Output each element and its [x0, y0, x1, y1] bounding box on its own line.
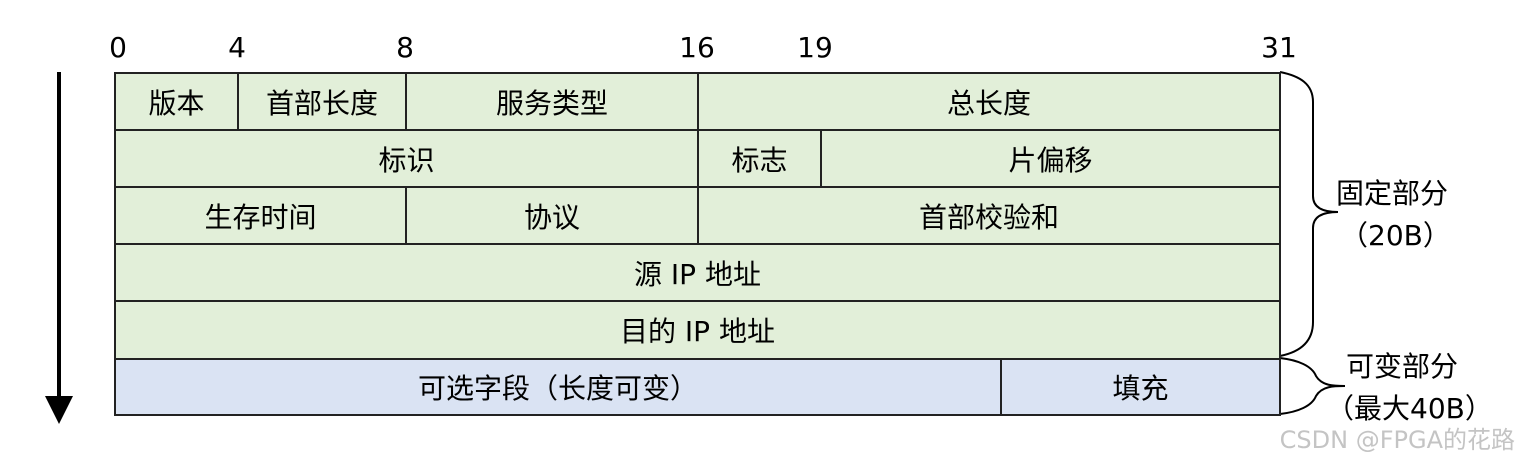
- fixed-part-label: 固定部分: [1336, 177, 1449, 210]
- field-padding: 填充: [1000, 358, 1281, 416]
- bit-label-4: 4: [228, 31, 246, 64]
- variable-part-label: 可变部分: [1346, 350, 1459, 383]
- field-service-type: 服务类型: [405, 72, 699, 131]
- field-header-length: 首部长度: [237, 72, 407, 131]
- bit-label-0: 0: [109, 31, 127, 64]
- bit-label-19: 19: [797, 31, 833, 64]
- bit-label-16: 16: [679, 31, 715, 64]
- field-header-checksum: 首部校验和: [697, 186, 1281, 245]
- field-ttl: 生存时间: [114, 186, 407, 245]
- fixed-part-brace: [1279, 71, 1339, 357]
- field-dest-ip: 目的 IP 地址: [114, 300, 1281, 360]
- field-options: 可选字段（长度可变）: [114, 358, 1002, 416]
- bit-label-8: 8: [396, 31, 414, 64]
- field-flags: 标志: [697, 129, 822, 188]
- field-identification: 标识: [114, 129, 699, 188]
- field-protocol: 协议: [405, 186, 699, 245]
- bit-label-31: 31: [1261, 31, 1297, 64]
- variable-part-size: （最大40B）: [1326, 392, 1493, 425]
- watermark: CSDN @FPGA的花路: [1279, 426, 1515, 454]
- fixed-part-size: （20B）: [1340, 219, 1451, 252]
- field-version: 版本: [114, 72, 239, 131]
- variable-part-brace: [1279, 357, 1346, 415]
- field-source-ip: 源 IP 地址: [114, 243, 1281, 302]
- field-fragment-offset: 片偏移: [820, 129, 1281, 188]
- down-arrow-icon: [45, 72, 73, 424]
- field-total-length: 总长度: [697, 72, 1281, 131]
